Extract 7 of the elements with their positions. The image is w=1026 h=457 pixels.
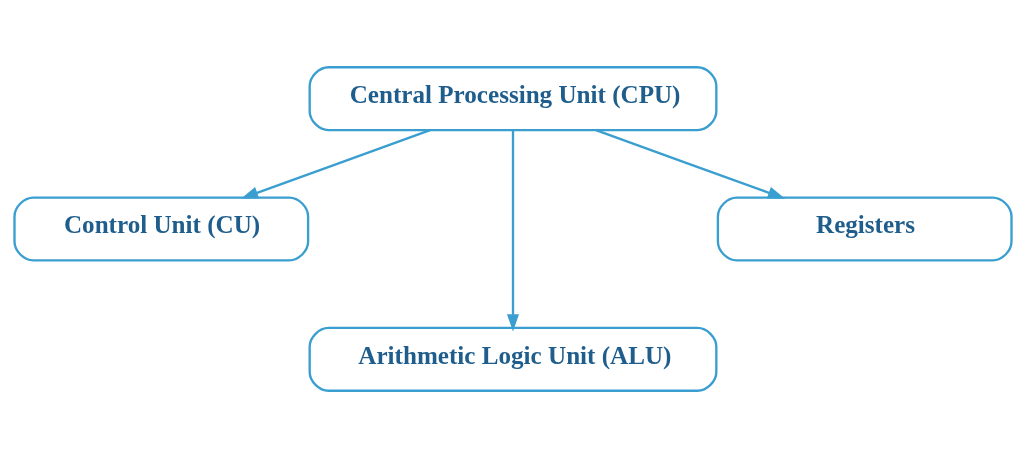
node-box: Control Unit (CU) xyxy=(13,195,310,262)
node-box: Arithmetic Logic Unit (ALU) xyxy=(308,326,718,392)
arrow xyxy=(595,128,786,199)
arrow xyxy=(506,129,520,331)
node-box: Central Processing Unit (CPU) xyxy=(308,65,718,131)
node-box: Registers xyxy=(716,195,1013,262)
arrow xyxy=(240,128,431,199)
